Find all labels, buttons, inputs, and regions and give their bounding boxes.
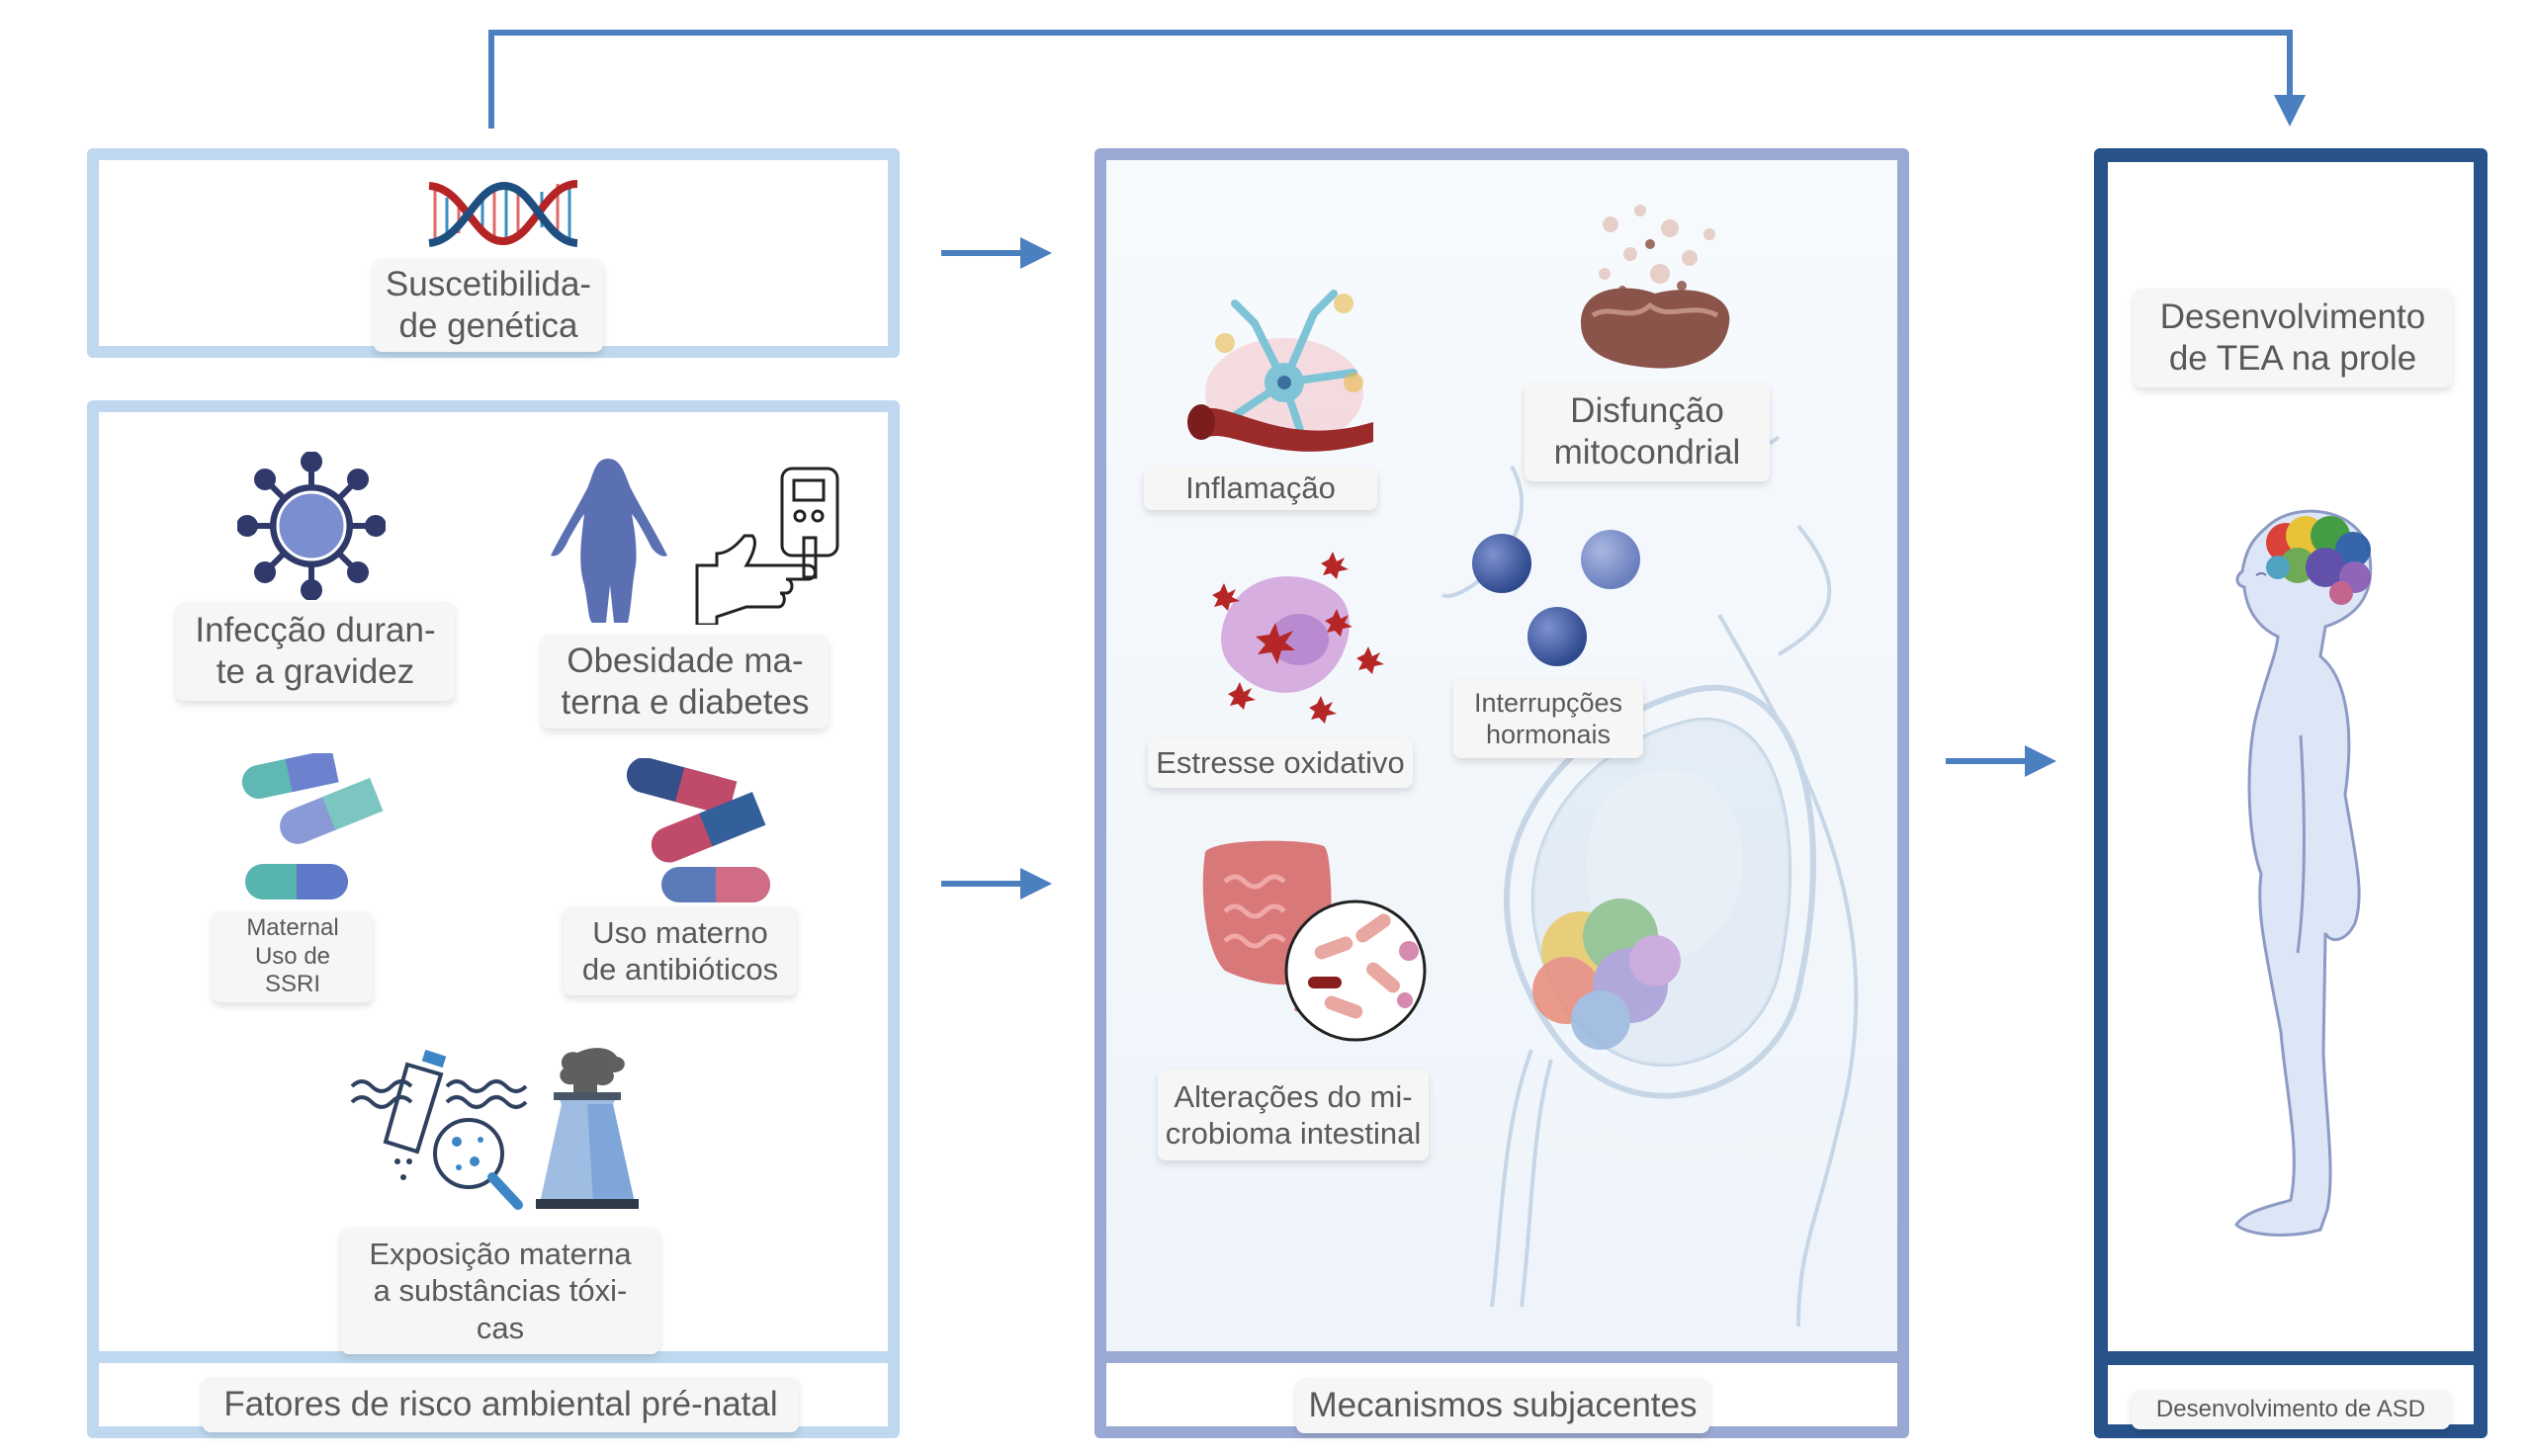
rainbow-brain — [2266, 516, 2371, 605]
risk-factors-panel: Infecção duran- te a gravidez Obesidade … — [87, 400, 900, 1438]
ssri-label: Maternal Uso de SSRI — [213, 911, 373, 1002]
asd-outcome-panel: Desenvolvimento de TEA na prole Desenvol… — [2094, 148, 2487, 1438]
fetal-brain — [1532, 899, 1681, 1050]
hormone-spheres-icon — [1472, 530, 1640, 666]
obesity-diabetes-label: Obesidade ma- terna e diabetes — [542, 635, 829, 728]
genetic-susceptibility-label: Suscetibilida- de genética — [374, 259, 603, 352]
pollution-icon — [350, 1048, 639, 1210]
risk-to-mechanisms-arrow — [941, 868, 1052, 899]
antibiotic-pills-icon — [626, 758, 770, 902]
panel-divider — [2108, 1351, 2474, 1365]
oxidative-stress-label: Estresse oxidativo — [1148, 738, 1413, 788]
obesity-glucometer-icon — [551, 459, 839, 625]
mitochondria-icon — [1581, 205, 1730, 369]
ssri-pills-icon — [241, 753, 384, 899]
hormonal-disruption-label: Interrupções hormonais — [1453, 679, 1643, 758]
mechanisms-footer-label: Mecanismos subjacentes — [1296, 1378, 1709, 1433]
virus-icon — [237, 452, 386, 600]
genetic-to-mechanisms-arrow — [941, 237, 1052, 269]
oxidative-stress-cell-icon — [1212, 552, 1384, 724]
inflammation-neuron-icon — [1187, 290, 1373, 452]
pregnant-woman-fetus-illustration — [1441, 416, 1859, 1328]
inflammation-label: Inflamação — [1144, 467, 1377, 510]
mechanisms-to-outcome-arrow — [1946, 745, 2056, 777]
genetic-susceptibility-panel: Suscetibilida- de genética — [87, 148, 900, 358]
panel-divider — [99, 1351, 888, 1363]
mechanisms-panel: Inflamação Disfunção mitocondrial Estres… — [1094, 148, 1909, 1438]
child-brain-illustration — [2234, 509, 2373, 1237]
risk-factors-footer-label: Fatores de risco ambiental pré-natal — [203, 1377, 799, 1432]
mitochondrial-dysfunction-label: Disfunção mitocondrial — [1525, 383, 1770, 481]
gut-microbiome-icon — [1202, 840, 1427, 1042]
antibiotics-label: Uso materno de antibióticos — [564, 906, 797, 995]
asd-outcome-title: Desenvolvimento de TEA na prole — [2134, 289, 2452, 387]
toxic-exposure-label: Exposição materna a substâncias tóxi- ca… — [341, 1228, 659, 1354]
dna-icon — [428, 180, 578, 247]
infection-label: Infecção duran- te a gravidez — [176, 602, 455, 701]
panel-divider — [1106, 1351, 1897, 1363]
asd-footer-label: Desenvolvimento de ASD — [2132, 1390, 2450, 1429]
genetic-to-outcome-connector — [488, 30, 2306, 128]
gut-microbiome-label: Alterações do mi- crobioma intestinal — [1158, 1070, 1429, 1160]
